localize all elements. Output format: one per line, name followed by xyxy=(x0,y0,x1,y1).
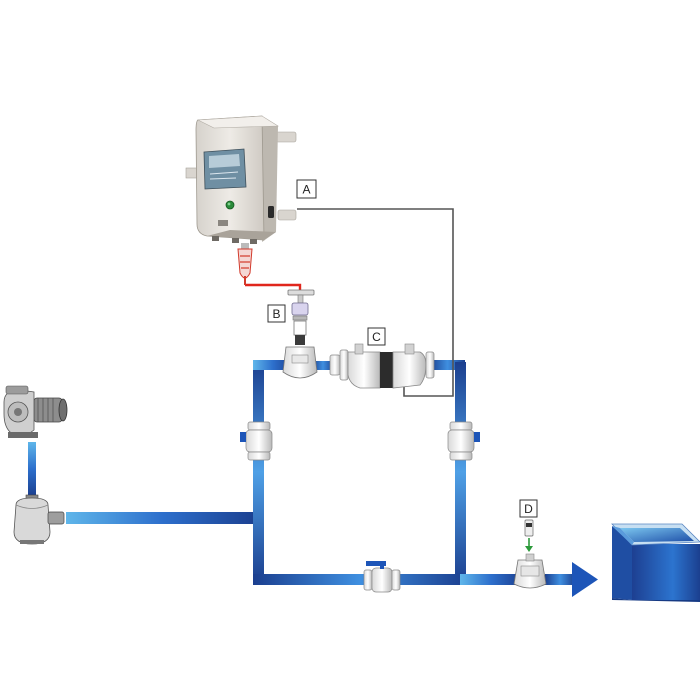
flow-switch-icon xyxy=(237,243,253,285)
label-a: A xyxy=(302,183,310,197)
control-panel-icon xyxy=(185,115,297,244)
pipe-left-vertical xyxy=(253,362,264,582)
pipe-right-vertical xyxy=(455,362,466,582)
pipe-filter-outlet xyxy=(66,512,258,524)
ball-valve-icon xyxy=(363,561,401,593)
label-c: C xyxy=(372,330,381,344)
pipe-to-cell xyxy=(312,361,334,370)
ph-probe-icon xyxy=(513,519,547,589)
label-d-box xyxy=(519,499,538,518)
pipe-top-right xyxy=(430,360,465,370)
wire-a-to-cell xyxy=(297,208,454,397)
pipe-bottom xyxy=(253,574,466,585)
pool-icon xyxy=(611,523,700,602)
pump-icon xyxy=(3,385,68,438)
label-b-box xyxy=(267,304,286,323)
label-a-box xyxy=(296,179,317,199)
ball-valve-icon xyxy=(447,421,480,461)
pipe-pump-filter xyxy=(28,442,36,496)
pipe-top-left xyxy=(253,360,293,370)
ball-valve-icon xyxy=(240,421,273,461)
sand-filter-icon xyxy=(13,494,65,545)
flow-arrow-icon xyxy=(572,562,598,597)
chlorinator-cell-icon xyxy=(329,343,435,389)
injection-valve-icon xyxy=(282,289,318,379)
label-c-box xyxy=(367,327,386,346)
pipe-outlet-end xyxy=(545,574,575,585)
pipe-outlet xyxy=(460,574,522,585)
label-b: B xyxy=(272,307,280,321)
label-d: D xyxy=(524,502,533,516)
